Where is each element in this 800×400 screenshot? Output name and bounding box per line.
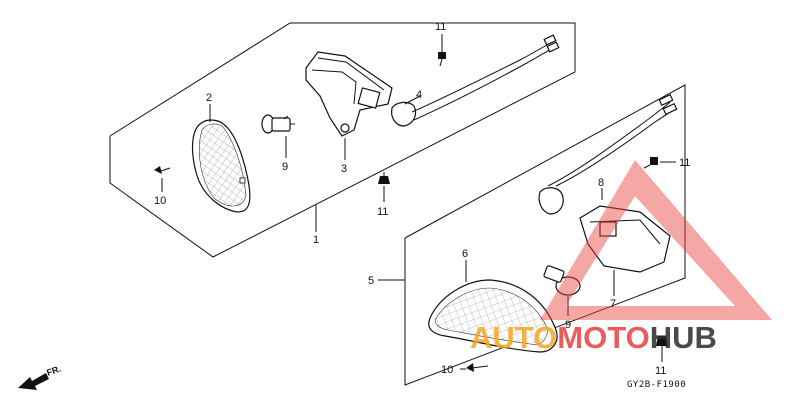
- label-part-3: 3: [341, 163, 347, 175]
- socket-harness-lower: [538, 93, 678, 215]
- watermark-text-moto: MOTO: [557, 320, 649, 355]
- watermark-logo: AUTOMOTOHUB: [470, 160, 772, 355]
- bulb-upper: [261, 114, 295, 134]
- label-part-7: 7: [610, 298, 616, 310]
- front-direction-label: FR.: [45, 364, 62, 378]
- label-part-9-lower: 9: [565, 319, 571, 331]
- housing-upper: [305, 51, 393, 137]
- label-part-5: 5: [368, 275, 374, 287]
- label-part-11-top: 11: [435, 21, 446, 33]
- socket-harness-upper: [391, 34, 560, 127]
- label-part-6: 6: [462, 248, 468, 260]
- lower-assembly-frame: [404, 84, 686, 386]
- nut-lower: [656, 336, 668, 346]
- screw-lower-right: [643, 157, 658, 169]
- housing-lower: [579, 205, 671, 273]
- screw-upper: [154, 166, 171, 174]
- label-part-11-bottom: 11: [655, 365, 666, 377]
- label-part-10-lower: 10: [441, 364, 453, 376]
- screw-lower: [466, 363, 489, 372]
- watermark-text-auto: AUTO: [470, 320, 557, 355]
- label-part-2: 2: [206, 92, 212, 104]
- watermark-text-hub: HUB: [650, 320, 717, 355]
- label-part-1: 1: [313, 234, 319, 246]
- front-direction-arrow-icon: FR.: [18, 364, 62, 390]
- lens-front-left: [191, 119, 251, 213]
- upper-assembly-frame: [109, 22, 576, 258]
- label-part-10-upper: 10: [154, 195, 166, 207]
- label-part-11-lower-right: 11: [679, 157, 690, 169]
- watermark-triangle-icon: [540, 160, 772, 320]
- leader-lines: [161, 34, 676, 370]
- screw-upper-top: [438, 52, 446, 67]
- bulb-lower: [543, 265, 581, 296]
- svg-text:AUTOMOTOHUB: AUTOMOTOHUB: [470, 320, 717, 355]
- nut-upper-mid: [378, 172, 390, 184]
- label-part-11-upper-mid: 11: [377, 206, 388, 218]
- label-part-8: 8: [598, 177, 604, 189]
- label-part-4: 4: [416, 89, 422, 101]
- diagram-code: GY2B-F1900: [627, 380, 686, 390]
- label-part-9-upper: 9: [282, 161, 288, 173]
- lens-lower: [428, 279, 558, 353]
